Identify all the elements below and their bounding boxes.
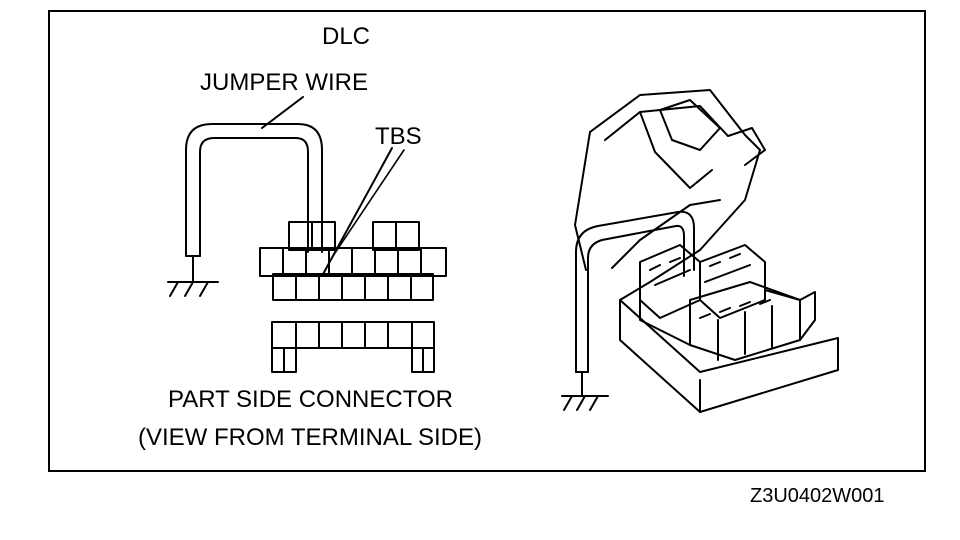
jumper-wire-leader [261,96,304,129]
tbs-leader [321,147,393,277]
figure-frame [48,10,926,472]
figure-code: Z3U0402W001 [750,485,885,507]
view-from-terminal-side-label: (VIEW FROM TERMINAL SIDE) [138,424,483,451]
dlc-label: DLC [322,23,371,50]
ground-symbol-left-icon [167,255,219,297]
jumper-wire-label: JUMPER WIRE [200,69,368,96]
ground-symbol-right-icon [561,371,609,411]
part-side-connector-label: PART SIDE CONNECTOR [168,386,453,413]
dlc-connector-face [259,221,447,301]
dlc-connector-illustration-icon [574,89,839,413]
tbs-label: TBS [375,123,422,150]
jumper-wire [185,123,323,257]
part-side-connector-face [271,321,435,373]
